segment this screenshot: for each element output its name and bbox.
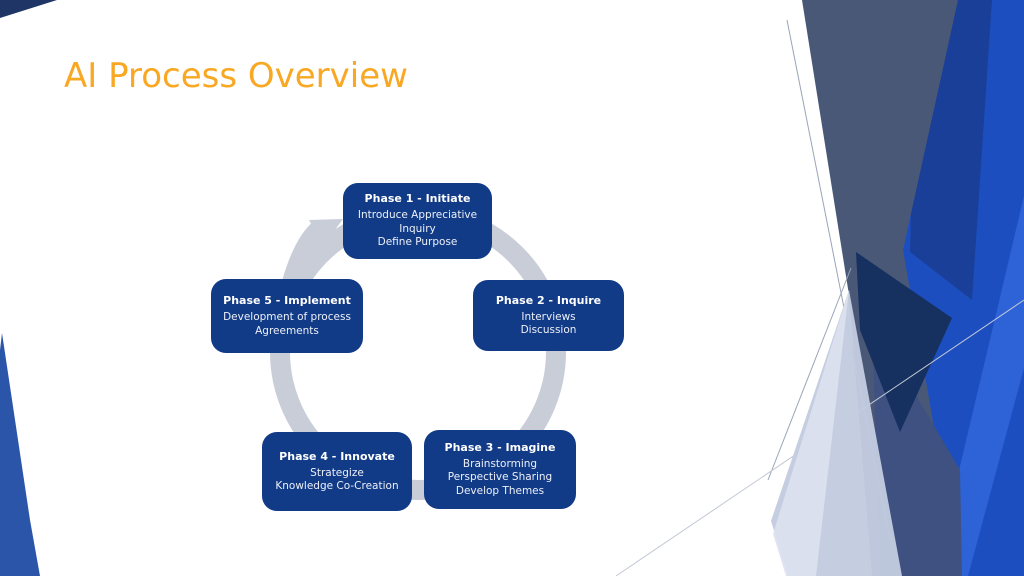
cycle-arrow-head-icon: [309, 219, 343, 246]
phase-item: Perspective Sharing: [447, 471, 553, 484]
phase-item: Brainstorming: [462, 457, 538, 470]
phase-item: Define Purpose: [377, 236, 458, 249]
phase-1-box: Phase 1 - Initiate Introduce Appreciativ…: [343, 183, 492, 259]
top-left-corner-triangle: [0, 0, 57, 18]
phase-item: Develop Themes: [455, 484, 545, 497]
phase-3-title: Phase 3 - Imagine: [444, 440, 556, 454]
phase-item: Agreements: [255, 324, 319, 337]
phase-item: Knowledge Co-Creation: [275, 480, 399, 492]
slide-title: AI Process Overview: [64, 56, 408, 96]
dark-navy-accent: [856, 252, 952, 432]
right-decoration-shapes: [615, 0, 1024, 576]
phase-2-title: Phase 2 - Inquire: [495, 293, 602, 307]
phase-item: Strategize: [310, 466, 364, 479]
phase-item: Introduce Appreciative Inquiry: [357, 209, 478, 235]
phase-item: Development of process: [223, 311, 351, 323]
bottom-left-wedge: [0, 333, 40, 576]
phase-5-box: Phase 5 - Implement Development of proce…: [211, 279, 363, 353]
hairline-2: [767, 267, 852, 481]
phase-1-title: Phase 1 - Initiate: [364, 192, 471, 206]
cycle-arrow-tail: [281, 223, 325, 287]
phase-item: Interviews: [521, 310, 576, 323]
phase-4-title: Phase 4 - Innovate: [279, 449, 395, 463]
phase-item: Discussion: [520, 324, 577, 336]
phase-5-title: Phase 5 - Implement: [223, 294, 351, 307]
pale-wedge: [773, 290, 849, 576]
